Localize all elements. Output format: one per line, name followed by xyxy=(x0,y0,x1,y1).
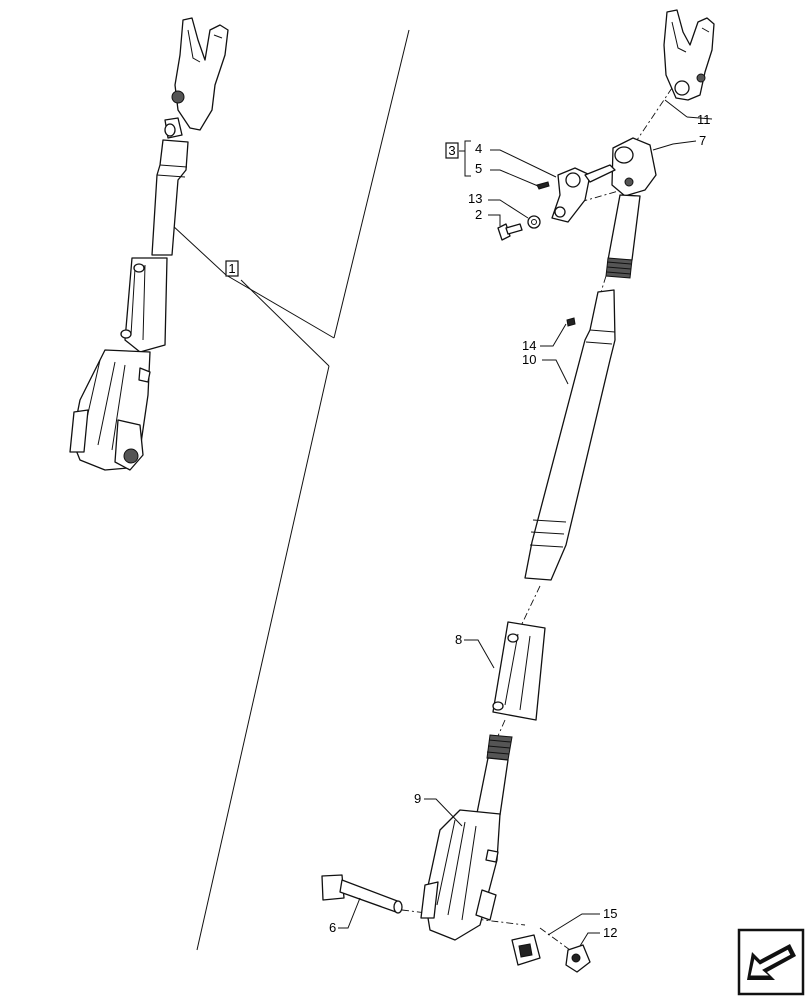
callout-14: 14 xyxy=(522,338,536,353)
group-bracket-3 xyxy=(445,140,471,177)
part-6-pin xyxy=(321,874,403,914)
group-label-3: 3 xyxy=(448,143,455,158)
callout-4: 4 xyxy=(475,141,482,156)
part-4-link-plate xyxy=(551,164,616,223)
callout-9: 9 xyxy=(414,791,421,806)
part-11-yoke xyxy=(663,9,715,101)
part-13-washer xyxy=(527,215,541,229)
arrow-left-down-icon[interactable] xyxy=(737,928,805,996)
callout-5: 5 xyxy=(475,161,482,176)
group-box-1 xyxy=(225,260,239,277)
callout-8: 8 xyxy=(455,632,462,647)
part-7-swivel-block xyxy=(605,137,657,279)
callout-6: 6 xyxy=(329,920,336,935)
callout-2: 2 xyxy=(475,207,482,222)
divider-lines xyxy=(171,29,410,951)
callout-15: 15 xyxy=(603,906,617,921)
callout-13: 13 xyxy=(468,191,482,206)
part-5-pin xyxy=(536,181,550,190)
part-8-sleeve xyxy=(492,621,546,721)
callout-12: 12 xyxy=(603,925,617,940)
callout-11: 11 xyxy=(697,112,711,127)
assembled-top-link xyxy=(69,17,229,471)
callout-leaders xyxy=(338,99,713,947)
part-9-fork xyxy=(420,734,513,941)
part-12-lynch-pin xyxy=(565,944,591,973)
callout-10: 10 xyxy=(522,352,536,367)
part-10-tube xyxy=(524,289,616,581)
part-15-clip-plate xyxy=(511,934,541,966)
part-14-clip xyxy=(566,317,576,327)
callout-7: 7 xyxy=(699,133,706,148)
group-label-1: 1 xyxy=(228,261,235,276)
part-2-bolt xyxy=(497,223,523,241)
